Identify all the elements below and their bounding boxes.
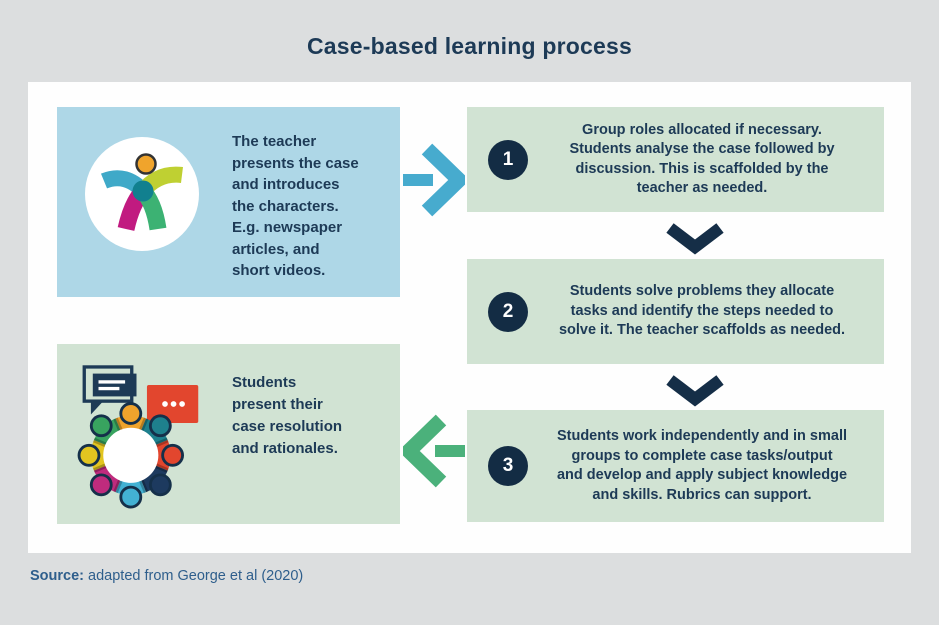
- chevron-down-icon: [666, 223, 724, 255]
- step-2-number-badge: 2: [488, 291, 528, 332]
- group-discussion-icon: [77, 365, 199, 509]
- step-2-box: 2 Students solve problems they allocate …: [467, 259, 884, 364]
- step-1-text: Group roles allocated if necessary. Stud…: [569, 121, 835, 197]
- step-1-number-badge: 1: [488, 139, 528, 180]
- outcome-text: Students present their case resolution a…: [232, 374, 343, 457]
- step-3-number-badge: 3: [488, 446, 528, 486]
- arrow-right-icon: [403, 143, 465, 217]
- step-3-box: 3 Students work independently and in sma…: [467, 410, 884, 522]
- teacher-figure-icon: [85, 137, 199, 251]
- step-1-box: 1 Group roles allocated if necessary. St…: [467, 107, 884, 212]
- step-2-text: Students solve problems they allocate ta…: [558, 283, 846, 339]
- step-3-text: Students work independently and in small…: [556, 428, 848, 503]
- source-text: adapted from George et al (2020): [84, 568, 304, 584]
- intro-box: The teacher presents the case and introd…: [57, 107, 400, 297]
- source-note: Source: adapted from George et al (2020): [30, 568, 303, 584]
- source-label: Source:: [30, 568, 84, 584]
- page-title: Case-based learning process: [307, 33, 632, 59]
- arrow-left-icon: [403, 414, 465, 488]
- outcome-box: Students present their case resolution a…: [57, 344, 400, 524]
- chevron-down-icon: [666, 375, 724, 407]
- intro-text: The teacher presents the case and introd…: [232, 133, 359, 279]
